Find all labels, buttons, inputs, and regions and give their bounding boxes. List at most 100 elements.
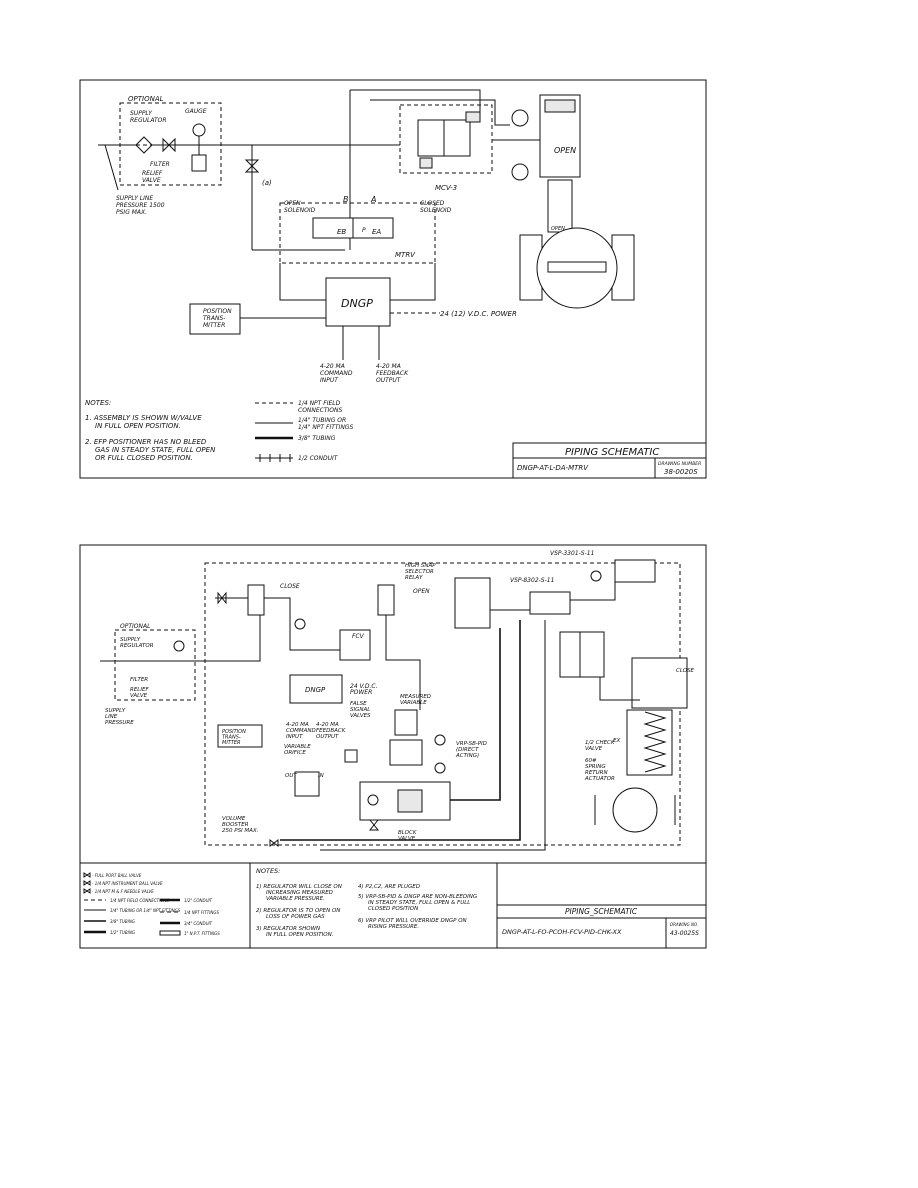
legend-thick-label: 3/8" TUBING (298, 435, 336, 442)
vsp-mid-label: VSP-8302-S-11 (510, 577, 554, 584)
closed-solenoid-cell (352, 217, 394, 239)
relief-valve-symbol (191, 154, 207, 172)
optional-regulator-box (119, 102, 222, 186)
actuator-open-label: OPEN (554, 146, 576, 155)
filter-label: FILTER (150, 161, 170, 168)
port-p-label: P (362, 227, 366, 234)
drawing-number-label: DRAWING NUMBER (658, 461, 701, 467)
vsp-top-label: VSP-3301-S-11 (550, 550, 594, 557)
close-top-label: CLOSE (280, 583, 300, 590)
optional-label: OPTIONAL (128, 95, 164, 103)
notes-title-2: NOTES: (256, 867, 280, 875)
open-top-label: OPEN (413, 588, 430, 595)
legend-item-1: - 1/4 NPT INSTRUMENT BALL VALVE (92, 881, 163, 886)
valve-stem-housing (547, 179, 573, 233)
gauge-icon-top (511, 109, 529, 127)
sheet2-border (79, 544, 707, 949)
mcv3-label: MCV-3 (435, 184, 457, 192)
drawing-code: DNGP-AT-L-DA-MTRV (517, 464, 589, 472)
legend-item-6: 1/2" TUBING (110, 930, 135, 935)
dngp-box (325, 277, 391, 327)
drawing-code-2: DNGP-AT-L-FO-PCOH-FCV-PID-CHK-XX (502, 928, 622, 936)
legend-item-10: 1" N.P.T. FITTINGS (184, 931, 220, 936)
regulator-valve-symbol (162, 137, 176, 153)
close-right-label: CLOSE (676, 668, 695, 674)
port-b-label: B (343, 195, 349, 204)
drawing-title-2: PIPING_SCHEMATIC (565, 907, 638, 916)
instrument-ball-valve-icon (83, 880, 91, 886)
gauge-icon-reg (367, 794, 379, 806)
title-block (512, 442, 707, 479)
mcv3-left-cell (417, 119, 445, 157)
conduit-ticks (259, 454, 291, 462)
port-a-label: A (370, 195, 376, 204)
filter-label-2: FILTER (130, 677, 148, 683)
legend-item-5: 3/8" TUBING (110, 919, 135, 924)
drawing-title: PIPING SCHEMATIC (565, 447, 659, 458)
spring-actuator-top (631, 657, 688, 709)
fcv-label: FCV (352, 633, 365, 640)
mcv3-right-cell (443, 119, 471, 157)
mtrv-label: MTRV (395, 251, 416, 259)
legend-item-7: 1/2" CONDUIT (184, 898, 213, 903)
variable-orifice (344, 749, 358, 763)
gauge-icon (192, 123, 206, 137)
vsp-top-valve (614, 559, 656, 583)
regulator-core (397, 789, 423, 813)
valve-port (547, 261, 607, 273)
gauge-icon-2 (173, 640, 185, 652)
needle-valve-icon (83, 888, 91, 894)
gauge-icon-vrp1 (434, 734, 446, 746)
gauge-icon-vrp2 (434, 762, 446, 774)
gauge-icon-right (590, 570, 602, 582)
ball-valve-symbol (217, 591, 227, 605)
optional-label-2: OPTIONAL (120, 623, 150, 630)
solenoid-box (279, 202, 436, 264)
solenoid-right (559, 631, 581, 678)
position-transmitter-box-2 (217, 724, 263, 748)
vrp-pilot-top (394, 709, 418, 736)
legend-item-8: 1/4 NPT FITTINGS (184, 910, 219, 915)
legend-conduit-label: 1/2 CONDUIT (298, 455, 339, 462)
drawing-no-label-2: DRAWING NO. (670, 922, 698, 927)
legend-item-3: 1/4 NPT FIELD CONNECTIONS (110, 898, 169, 903)
optional-box-2 (114, 629, 196, 701)
spring-coil (643, 711, 667, 773)
port-ea-label: EA (372, 228, 381, 236)
valve-body-2 (612, 787, 658, 833)
gauge-icon (294, 618, 306, 630)
block-valve-symbol (368, 819, 380, 831)
legend-item-2: - 1/4 NPT M & F NEEDLE VALVE (92, 889, 154, 894)
dngp-label: DNGP (341, 297, 373, 310)
supply-leader (104, 144, 119, 191)
open-solenoid-cell (312, 217, 354, 239)
power-label-2: 24 V.D.C.POWER (350, 683, 378, 696)
ex-label: EX (613, 738, 620, 744)
notes-title: NOTES: (85, 399, 111, 407)
position-transmitter-box (189, 303, 241, 335)
legend-item-0: - FULL PORT BALL VALVE (92, 873, 142, 878)
power-label: 24 (12) V.D.C. POWER (440, 310, 517, 318)
